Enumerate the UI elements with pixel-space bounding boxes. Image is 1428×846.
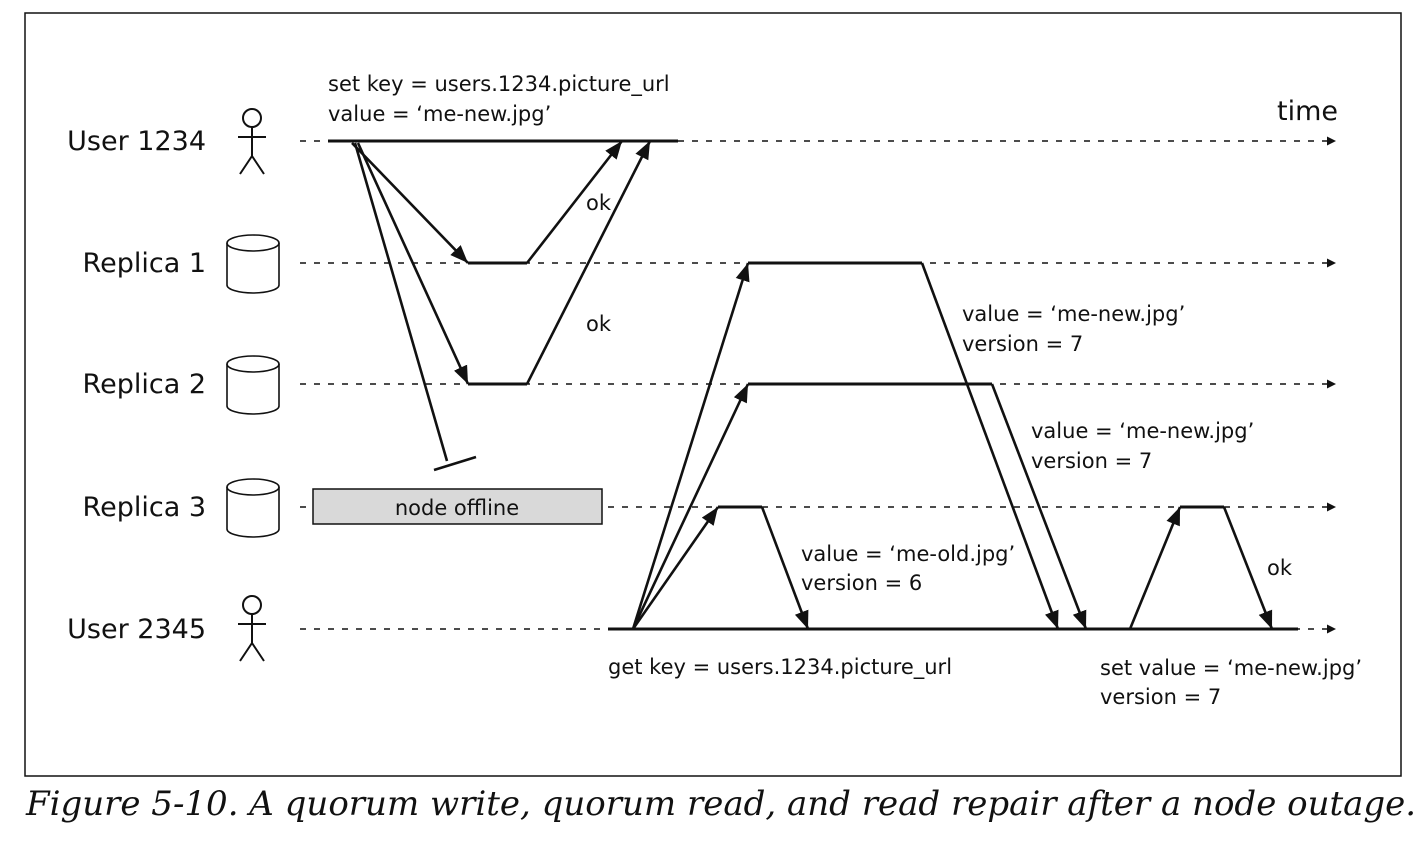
repair-messages [1128,506,1274,630]
response-replica2-line2: version = 7 [1031,449,1152,473]
ack-arrow-replica2 [525,140,652,385]
user-icon [238,595,266,662]
response-replica2-line1: value = ‘me-new.jpg’ [1031,419,1254,443]
offline-box [312,488,603,525]
response-replica3-line2: version = 6 [801,571,922,595]
user-icon [238,108,266,175]
write-request-line1: set key = users.1234.picture_url [328,72,670,97]
lane-label-replica2: Replica 2 [83,369,206,400]
read-arrow-replica3 [631,506,720,630]
active-segments [328,139,1298,631]
write-messages [351,140,652,462]
lane-label-user1234: User 1234 [67,126,206,157]
read-arrow-replica2 [631,383,750,630]
lane-label-replica3: Replica 3 [83,492,206,523]
response-replica3-line1: value = ‘me-old.jpg’ [801,542,1015,566]
response-arrow-replica3 [760,506,810,630]
diagram-frame [24,12,1402,777]
response-arrow-replica1 [920,262,1060,630]
write-arrow-replica3 [353,142,449,462]
repair-ack-label: ok [1267,556,1293,580]
write-arrow-replica2 [356,142,470,385]
lane-label-user2345: User 2345 [67,614,206,645]
read-request-label: get key = users.1234.picture_url [608,655,952,680]
ack-label-replica1: ok [586,191,612,215]
database-icon [226,478,280,538]
repair-ack-arrow [1222,506,1274,630]
database-icon [226,234,280,294]
write-request-line2: value = ‘me-new.jpg’ [328,102,551,126]
read-arrow-replica1 [631,262,750,630]
response-arrow-replica2 [990,383,1088,630]
write-arrow-replica1 [351,142,469,264]
figure-caption: Figure 5-10. A quorum write, quorum read… [26,784,1417,824]
time-axis-label: time [1277,96,1338,127]
read-messages [631,262,1088,630]
response-replica1-line1: value = ‘me-new.jpg’ [962,302,1185,326]
ack-label-replica2: ok [586,312,612,336]
repair-arrow-replica3 [1128,506,1182,630]
repair-request-line2: version = 7 [1100,685,1221,709]
repair-request-line1: set value = ‘me-new.jpg’ [1100,656,1362,680]
ack-arrow-replica1 [525,140,624,264]
offline-label: node offline [395,496,519,520]
lost-message-cross [433,455,477,472]
response-replica1-line2: version = 7 [962,332,1083,356]
lane-label-replica1: Replica 1 [83,248,206,279]
database-icon [226,355,280,415]
